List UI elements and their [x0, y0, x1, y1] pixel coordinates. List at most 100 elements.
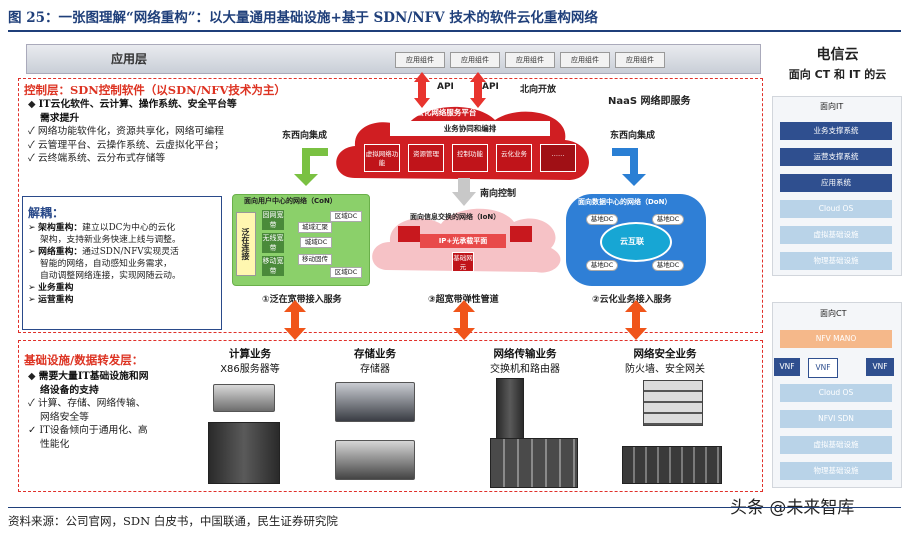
southbound-label: 南向控制 [480, 189, 517, 199]
decoupling-item-head: 运营重构 [38, 295, 74, 305]
category-sub: 防火墙、安全网关 [625, 364, 705, 375]
category-sub: 交换机和路由器 [490, 364, 560, 375]
control-layer-box [18, 78, 763, 333]
storage-array-image [335, 382, 415, 422]
watermark: 头条 @未来智库 [730, 498, 855, 518]
don-core [600, 222, 672, 262]
check-icon: ✓ [28, 126, 38, 137]
category-name: 网络安全业务 [633, 348, 697, 360]
control-sub: 网络功能软件化，资源共享化，网络可编程 [37, 126, 224, 137]
it-panel-title: 面向IT [820, 102, 844, 111]
app-layer-title: 应用层 [111, 52, 148, 66]
diamond-icon: ◆ [28, 99, 39, 110]
don-core-label: 云互联 [620, 237, 644, 246]
infra-bullet-head2: 络设备的支持 [40, 384, 99, 396]
orange-arrow [284, 300, 306, 340]
northbound-label: 北向开放 [520, 85, 557, 95]
check-icon: ✓ [28, 139, 38, 151]
it-item: 物理基础设施 [780, 252, 892, 270]
category-name: 存储业务 [354, 348, 396, 360]
don-dc: 基地DC [586, 214, 618, 225]
check-icon: ✓ [28, 153, 38, 164]
east-west-right-label: 东西向集成 [610, 131, 656, 141]
router-chassis-image [490, 438, 578, 488]
arrow-bullet-icon: ➢ [28, 247, 39, 257]
ct-panel-title: 面向CT [820, 309, 847, 318]
app-chip: 应用组件 [560, 52, 610, 68]
decoupling-box [22, 196, 222, 330]
switch-rack-image [496, 378, 524, 440]
decoupling-item-text: 架构，支持新业务快速上线与调整。 [40, 235, 181, 245]
api-label: API [437, 82, 454, 92]
infra-bullets: ◆ 需要大量IT基础设施和网 络设备的支持 ✓ 计算、存储、网络传输、 网络安全… [28, 370, 149, 451]
app-chip: 应用组件 [505, 52, 555, 68]
arrow-bullet-icon: ➢ [28, 283, 39, 293]
ct-item: Cloud OS [780, 384, 892, 402]
orange-arrow [453, 300, 475, 340]
blue-arrow [612, 148, 646, 186]
it-item: 虚拟基础设施 [780, 226, 892, 244]
con-dc: 区域DC [330, 267, 362, 278]
api-arrow-right [470, 72, 486, 108]
cloud-platform-label: ④云化网络服务平台 [410, 108, 477, 117]
red-module: …… [540, 144, 576, 172]
ion-caption: ③超宽带弹性管道 [428, 295, 499, 305]
ion-title: 面向信息交换的网络（IoN） [410, 213, 501, 221]
arrow-bullet-icon: ➢ [28, 295, 39, 305]
blade-server-image [208, 422, 280, 484]
decoupling-item-head: 网络重构： [38, 247, 83, 257]
category-sub: X86服务器等 [220, 364, 280, 375]
con-dc: 城域DC [300, 237, 332, 248]
arrow-bullet-icon: ➢ [28, 223, 39, 233]
source-divider [8, 507, 901, 508]
con-chip: 无线宽带 [262, 233, 284, 253]
title-divider [8, 30, 901, 32]
don-dc: 基地DC [652, 260, 684, 271]
vnf-item: VNF [774, 358, 800, 376]
red-module: 云化业务 [496, 144, 532, 172]
it-item: 运营支撑系统 [780, 148, 892, 166]
decoupling-item-text: 通过SDN/NFV实现灵活 [82, 247, 179, 257]
category-name: 计算业务 [229, 348, 271, 360]
control-sub: 云管理平台、云操作系统、云虚拟化平台； [37, 139, 224, 151]
ion-module: 基础网元 [452, 252, 474, 272]
decoupling-item-head: 架构重构： [38, 223, 83, 233]
green-arrow [294, 148, 328, 186]
orchestration-bar: 业务协同和编排 [390, 121, 550, 136]
infra-layer-box [18, 340, 763, 492]
app-chip: 应用组件 [450, 52, 500, 68]
infra-sub: IT设备倾向于通用化、高 [39, 425, 148, 436]
south-arrow [452, 178, 476, 206]
security-gateway-image [622, 446, 722, 484]
don-dc: 基地DC [652, 214, 684, 225]
it-item: 应用系统 [780, 174, 892, 192]
control-bullets: ◆ IT云化软件、云计算、操作系统、安全平台等 需求提升 ✓ 网络功能软件化，资… [28, 98, 237, 166]
firewall-image [643, 380, 703, 426]
con-dc: 区域DC [330, 211, 362, 222]
decoupling-title: 解耦： [28, 206, 65, 220]
con-dc: 移动固传 [298, 254, 332, 265]
ct-item: NFVI SDN [780, 410, 892, 428]
don-title: 面向数据中心的网络（DoN） [578, 198, 672, 206]
category-sub: 存储器 [360, 364, 390, 375]
con-dc: 城域汇聚 [298, 222, 332, 233]
vnf-item: VNF [866, 358, 894, 376]
infra-sub: 网络安全等 [40, 411, 89, 423]
x86-server-image [213, 384, 275, 412]
ion-node [398, 226, 420, 242]
con-title: 面向用户中心的网络（CoN） [244, 197, 337, 205]
don-caption: ②云化业务接入服务 [592, 295, 672, 305]
red-module: 虚拟网络功能 [364, 144, 400, 172]
con-left-label: 泛在连接 [236, 212, 256, 276]
red-module: 资源管理 [408, 144, 444, 172]
decoupling-item-text: 建立以DC为中心的云化 [82, 223, 176, 233]
decoupling-item-text: 智能的网络，自动感知业务需求， [40, 259, 172, 269]
control-bullet-head: IT云化软件、云计算、操作系统、安全平台等 [38, 99, 237, 110]
telecom-cloud-subheading: 面向 CT 和 IT 的云 [788, 68, 887, 81]
control-layer-title: 控制层：SDN控制软件（以SDN/NFV技术为主） [24, 83, 286, 97]
source-note: 资料来源：公司官网，SDN 白皮书，中国联通，民生证券研究院 [8, 514, 338, 528]
con-chip: 固网宽带 [262, 210, 284, 230]
decoupling-items: ➢ 架构重构：建立以DC为中心的云化 架构，支持新业务快速上线与调整。 ➢ 网络… [28, 222, 181, 306]
it-item: Cloud OS [780, 200, 892, 218]
nfv-mano-item: NFV MANO [780, 330, 892, 348]
